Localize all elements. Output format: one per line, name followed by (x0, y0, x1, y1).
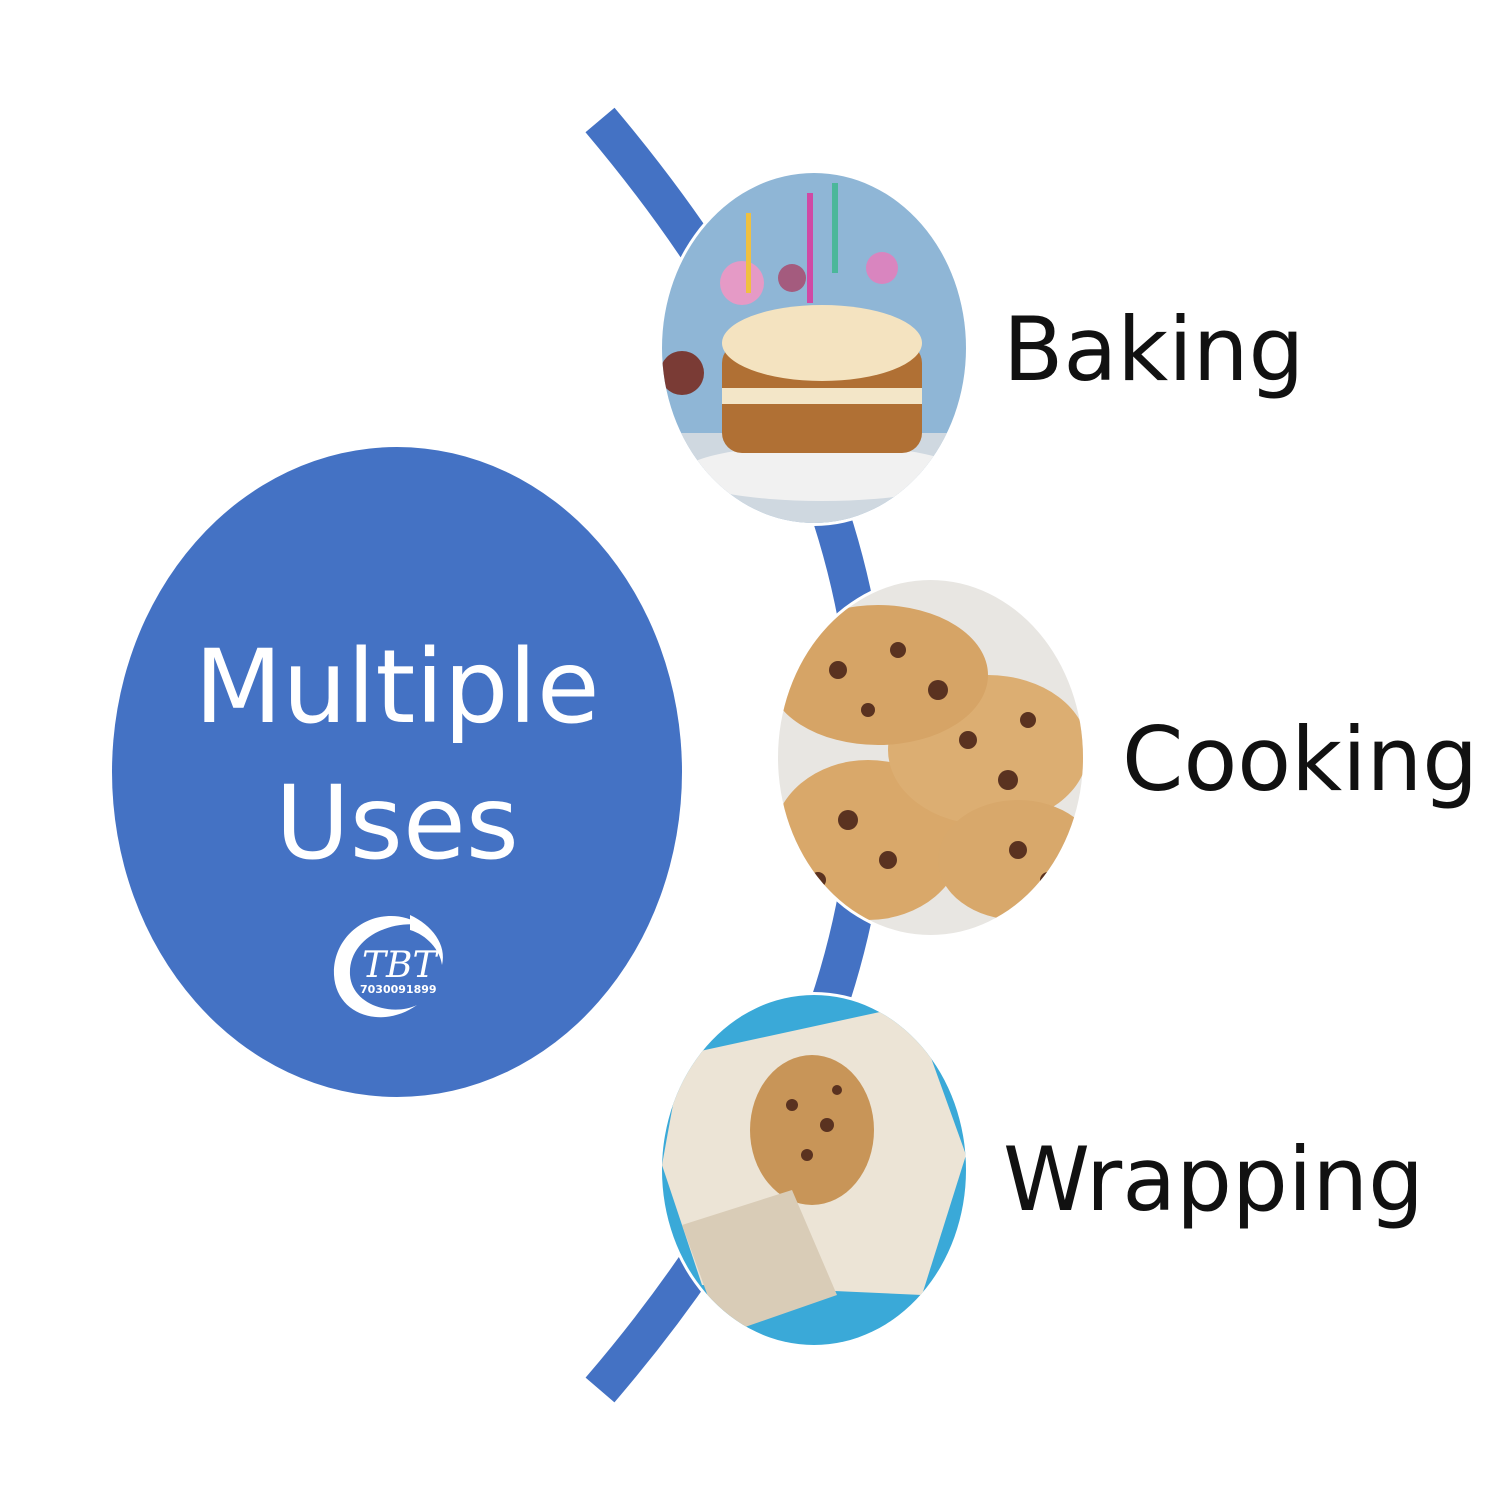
main-circle (112, 447, 682, 1097)
wrapped-cookie-icon (662, 995, 966, 1345)
cookies-icon (778, 580, 1083, 935)
label-baking: Baking (1003, 298, 1305, 401)
wrapping-image (662, 995, 966, 1345)
logo-phone: 7030091899 (360, 983, 437, 996)
logo-text: TBT (362, 945, 439, 986)
cooking-image (778, 580, 1083, 935)
label-cooking: Cooking (1122, 708, 1479, 811)
center-title-line1: Multiple (194, 628, 600, 747)
tbt-logo: TBT 7030091899 (333, 915, 443, 1018)
cake-icon (662, 173, 966, 523)
center-title-line2: Uses (275, 764, 519, 883)
center-title: Multiple Uses (112, 620, 682, 892)
label-wrapping: Wrapping (1003, 1128, 1424, 1231)
baking-image (662, 173, 966, 523)
